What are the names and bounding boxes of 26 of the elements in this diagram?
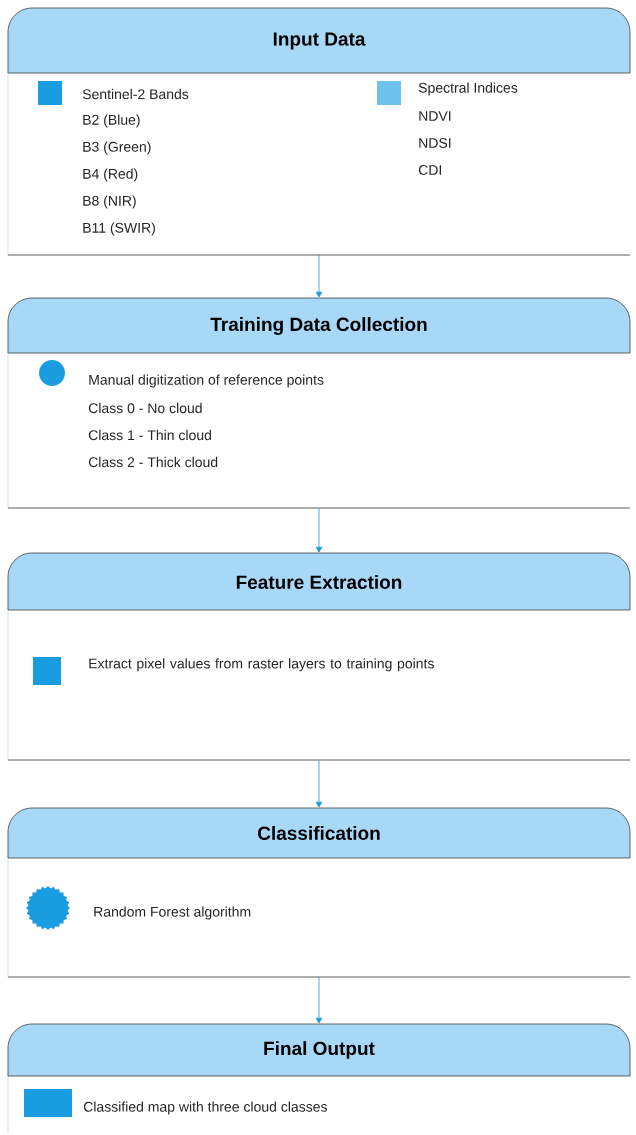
- body-text: Class 1 - Thin cloud: [88, 429, 211, 441]
- panel-header: Final Output: [7, 1023, 631, 1077]
- panel-header: Input Data: [7, 7, 631, 74]
- body-text: Spectral Indices: [418, 82, 518, 96]
- body-text: Sentinel-2 Bands: [82, 88, 189, 100]
- body-text: NDVI: [419, 111, 451, 121]
- panel-header: Feature Extraction: [7, 552, 631, 611]
- panel-header: Training Data Collection: [7, 297, 631, 354]
- body-text: B11 (SWIR): [83, 222, 155, 236]
- body-text: Classified map with three cloud classes: [83, 1101, 327, 1115]
- body-text: CDI: [418, 165, 441, 175]
- body-text: B4 (Red): [83, 168, 138, 182]
- arrow: [315, 507, 323, 553]
- arrow: [315, 976, 323, 1024]
- body-text: B2 (Blue): [83, 114, 140, 128]
- panel-header: Classification: [7, 807, 631, 859]
- body-text: B8 (NIR): [83, 195, 136, 209]
- arrow: [315, 759, 323, 808]
- body-text: Class 2 - Thick cloud: [88, 456, 218, 468]
- body-text: Class 0 - No cloud: [88, 402, 202, 414]
- body-text: B3 (Green): [83, 141, 151, 155]
- body-text: Manual digitization of reference points: [89, 374, 324, 388]
- body-text: Extract pixel values from raster layers to training points: [89, 658, 434, 672]
- body-text: Random Forest algorithm: [94, 906, 251, 920]
- body-text: NDSI: [419, 138, 451, 148]
- arrow: [315, 254, 323, 298]
